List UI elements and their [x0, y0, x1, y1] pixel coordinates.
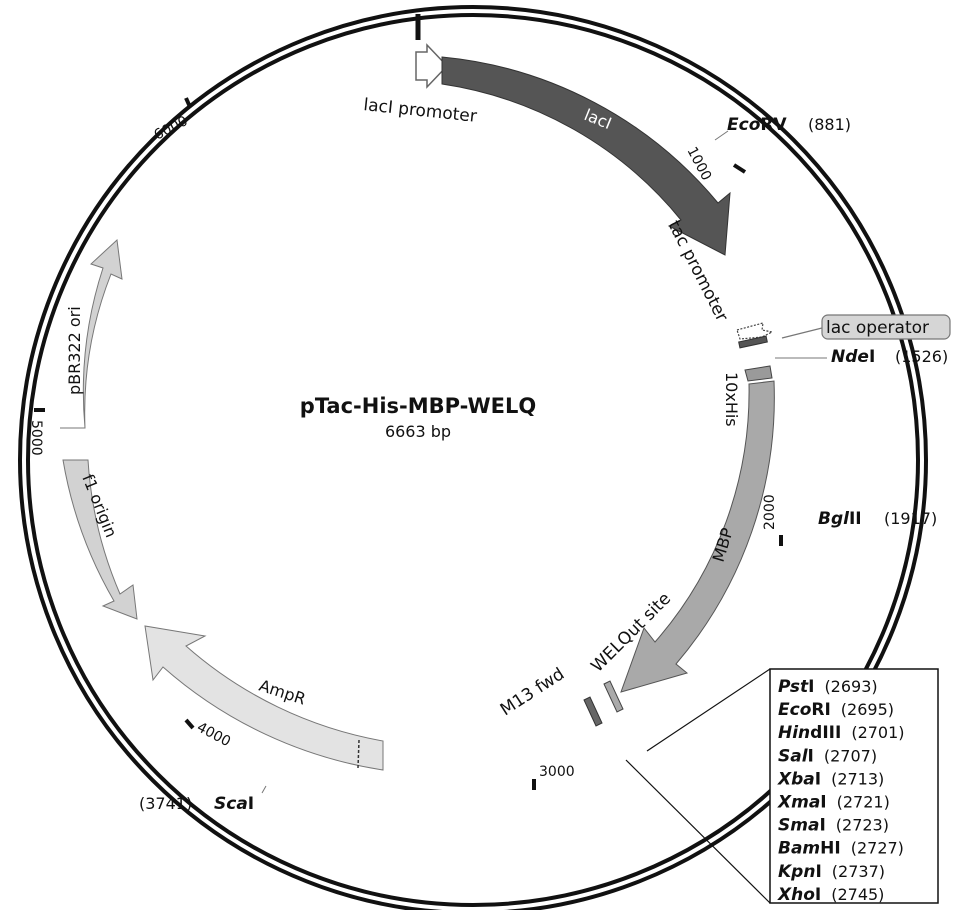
- ndei-position: (1526): [895, 347, 948, 366]
- mcs-site-name-rest: RI: [811, 700, 830, 720]
- mcs-site-name-italic: Bam: [778, 839, 820, 859]
- bglii-position: (1917): [884, 509, 937, 528]
- laci-promoter-label: lacI promoter: [362, 95, 477, 127]
- mcs-site-name-rest: I: [808, 677, 814, 697]
- mcs-site-name-rest: I: [815, 885, 821, 905]
- mcs-site-name: HindIII: [778, 723, 841, 743]
- mcs-site-position: (2693): [824, 677, 877, 696]
- f1-origin-arrow: [62, 459, 138, 620]
- bglii-name-rest: II: [849, 509, 862, 529]
- mcs-site-name-rest: I: [815, 769, 821, 789]
- lac-operator-label: lac operator: [826, 318, 929, 338]
- laci-promoter-arrow: [415, 43, 449, 89]
- ecorv-name-rest: RV: [760, 115, 787, 135]
- mcs-site-name: XmaI: [777, 793, 827, 813]
- tick-label-6000: 6000: [152, 113, 191, 143]
- mcs-list: PstI(2693)EcoRI(2695)HindIII(2701)SalI(2…: [777, 677, 905, 905]
- mcs-site-name: PstI: [778, 677, 814, 697]
- pbr322-ori-arrow: [60, 238, 123, 429]
- mcs-site-name-rest: I: [815, 862, 821, 882]
- mcs-site-name: KpnI: [778, 862, 822, 882]
- tick-6000: [184, 97, 192, 108]
- lac-operator-box: [821, 314, 951, 340]
- mcs-site-name-rest: dIII: [810, 723, 841, 743]
- mcs-site-name-rest: I: [819, 816, 825, 836]
- plasmid-size: 6663 bp: [385, 422, 451, 441]
- lac-operator-leader: [781, 327, 823, 339]
- mcs-site-name-italic: Pst: [778, 677, 809, 697]
- mcs-site-name-italic: Sma: [778, 816, 819, 836]
- mcs-site-name: BamHI: [778, 839, 841, 859]
- mcs-site-name-rest: HI: [820, 839, 841, 859]
- scai-leader: [261, 785, 267, 794]
- mcs-site-name: EcoRI: [778, 700, 831, 720]
- scai-site: ScaI: [214, 794, 254, 814]
- lac-operator-marker: [738, 335, 768, 349]
- ampr-arrow: [144, 625, 384, 771]
- scai-name-italic: Sca: [214, 794, 248, 814]
- tick-label-2000: 2000: [762, 494, 778, 530]
- mcs-site-position: (2745): [831, 885, 884, 904]
- ecorv-site: EcoRV: [727, 115, 787, 135]
- backbone-outer-ring: [18, 5, 928, 910]
- laci-arrow: [441, 56, 731, 256]
- mcs-site-name: SalI: [778, 746, 814, 766]
- ecorv-position: (881): [808, 115, 851, 134]
- mcs-site-position: (2727): [851, 839, 904, 858]
- plasmid-name: pTac-His-MBP-WELQ: [300, 394, 536, 418]
- backbone-inner-ring: [26, 13, 920, 907]
- mcs-site-name-italic: Hin: [778, 723, 810, 743]
- mcs-site-name: XbaI: [777, 769, 821, 789]
- mcs-site-name-italic: Kpn: [778, 862, 815, 882]
- mcs-site-position: (2707): [824, 746, 877, 765]
- mcs-site-name-italic: Xma: [777, 793, 820, 813]
- tick-label-5000: 5000: [28, 420, 44, 456]
- mcs-site-position: (2695): [841, 700, 894, 719]
- mcs-site-position: (2721): [837, 793, 890, 812]
- mcs-site-position: (2723): [836, 816, 889, 835]
- tac-promoter-arrow: [736, 322, 774, 340]
- mcs-site-name-italic: Xho: [777, 885, 815, 905]
- tick-4000: [184, 718, 195, 730]
- mbp-arrow: [620, 380, 775, 693]
- mcs-site-position: (2737): [832, 862, 885, 881]
- tick-1000: [732, 163, 747, 174]
- scai-position: (3741): [139, 794, 192, 813]
- bglii-name-italic: Bgl: [818, 509, 850, 529]
- tick-label-3000: 3000: [539, 764, 575, 780]
- mcs-box: [769, 668, 939, 904]
- mcs-site-name-italic: Eco: [778, 700, 812, 720]
- mcs-site-name-rest: I: [808, 746, 814, 766]
- mcs-site-name-rest: I: [820, 793, 826, 813]
- m13-fwd-label: M13 fwd: [497, 664, 568, 720]
- mcs-site-position: (2701): [851, 723, 904, 742]
- tick-label-4000: 4000: [194, 719, 233, 750]
- bglii-site: BglII: [818, 509, 862, 529]
- ndei-name-italic: Nde: [831, 347, 869, 367]
- welqut-site-marker: [603, 680, 624, 713]
- ecorv-name-italic: Eco: [727, 115, 761, 135]
- ecorv-leader: [714, 130, 729, 141]
- mcs-site-name-italic: Xba: [777, 769, 815, 789]
- mcs-site-name: SmaI: [778, 816, 826, 836]
- mcs-site-name-italic: Sal: [778, 746, 809, 766]
- pbr322-ori-label: pBR322 ori: [65, 306, 84, 395]
- mcs-site-position: (2713): [831, 769, 884, 788]
- his-tag-arrow: [744, 365, 773, 382]
- m13-fwd-marker: [583, 696, 603, 727]
- his-tag-label: 10xHis: [722, 372, 741, 427]
- mcs-leader-bottom: [625, 759, 771, 904]
- ndei-site: NdeI: [831, 347, 875, 367]
- mcs-leader-top: [646, 668, 771, 752]
- mcs-site-name: XhoI: [777, 885, 821, 905]
- scai-name-rest: I: [248, 794, 254, 814]
- ndei-name-rest: I: [869, 347, 875, 367]
